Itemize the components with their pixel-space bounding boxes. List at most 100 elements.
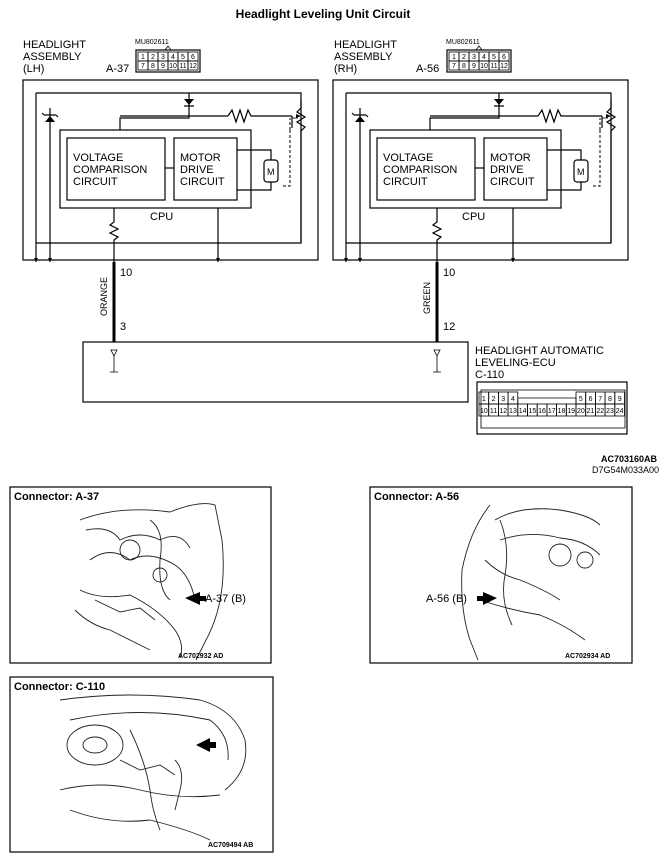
lh-pin-number: 7 [141, 63, 145, 70]
ecu-pin-number: 12 [499, 408, 507, 415]
lh-motor: M [237, 149, 279, 191]
rh-pin-bottom: 12 [443, 321, 455, 333]
lh-pin-top: 10 [120, 267, 132, 279]
rh-pin-number: 8 [462, 63, 466, 70]
photo-connector-a37: Connector: A-37 A-37 (B) AC702932 AD [9, 486, 272, 664]
ecu-pin-number: 21 [587, 408, 595, 415]
ecu-pin-number: 7 [598, 396, 602, 403]
rh-pin-number: 1 [452, 54, 456, 61]
rh-block2-line3: CIRCUIT [490, 176, 535, 188]
rh-zener-diode [351, 112, 369, 122]
ecu-pin-number: 3 [501, 396, 505, 403]
lh-pin-number: 12 [189, 63, 197, 70]
lh-pin-number: 2 [151, 54, 155, 61]
photo-a37-code: AC702932 AD [178, 653, 223, 660]
lh-pin-number: 5 [181, 54, 185, 61]
ecu-connector-inner [480, 389, 626, 429]
leveling-ecu: HEADLIGHT AUTOMATIC LEVELING-ECU C-110 1… [82, 341, 628, 435]
ecu-pin-number: 15 [528, 408, 536, 415]
photo-a56-title: Connector: A-56 [374, 491, 459, 503]
rh-connector-id: A-56 [416, 63, 439, 75]
lh-connector-id: A-37 [106, 63, 129, 75]
ecu-label-1: HEADLIGHT AUTOMATIC [475, 345, 604, 357]
photo-a37-callout: A-37 (B) [205, 593, 246, 605]
lh-pin-number: 10 [169, 63, 177, 70]
photo-connector-a56: Connector: A-56 A-56 (B) AC702934 AD [369, 486, 633, 664]
lh-block2-line1: MOTOR [180, 152, 221, 164]
photo-a56-callout: A-56 (B) [426, 593, 467, 605]
ecu-pin-number: 9 [618, 396, 622, 403]
rh-block2-line1: MOTOR [490, 152, 531, 164]
rh-cpu-label: CPU [462, 211, 485, 223]
rh-pin-cell [498, 60, 510, 71]
lh-pin-number: 6 [191, 54, 195, 61]
lh-diode-top [184, 99, 194, 107]
lh-pin-number: 4 [171, 54, 175, 61]
ecu-pin-number: 8 [608, 396, 612, 403]
photo-c110-title: Connector: C-110 [14, 681, 105, 693]
lh-zener-diode [41, 112, 59, 122]
rh-pin-number: 2 [462, 54, 466, 61]
ecu-pin-number: 22 [596, 408, 604, 415]
rh-motor-label: M [577, 167, 585, 177]
ecu-pin-cell [614, 403, 625, 417]
ecu-pin-number: 17 [548, 408, 556, 415]
rh-assembly-label-1: HEADLIGHT [334, 39, 397, 51]
rh-assembly-label-3: (RH) [334, 63, 357, 75]
ecu-pin-number: 2 [492, 396, 496, 403]
rh-pin-number: 11 [490, 63, 497, 70]
lh-block2-line3: CIRCUIT [180, 176, 225, 188]
rh-pin-number: 12 [500, 63, 508, 70]
rh-connector-key [475, 45, 483, 51]
ecu-pin-number: 13 [509, 408, 517, 415]
lh-pin-number: 8 [151, 63, 155, 70]
ecu-connector-key [517, 397, 577, 404]
ecu-pin-number: 20 [577, 408, 585, 415]
rh-block2-line2: DRIVE [490, 164, 524, 176]
figure-code-2: D7G54M033A00 [592, 465, 659, 475]
ecu-pin-number: 6 [589, 396, 593, 403]
diagram-title: Headlight Leveling Unit Circuit [236, 7, 411, 21]
ecu-pin-number: 16 [538, 408, 546, 415]
rh-motor: M [547, 149, 589, 191]
ecu-pin-number: 24 [616, 408, 624, 415]
lh-pin-number: 1 [141, 54, 145, 61]
rh-pin-number: 10 [480, 63, 488, 70]
lh-cpu-label: CPU [150, 211, 173, 223]
rh-wire-color: GREEN [422, 282, 432, 314]
rh-pin-number: 6 [502, 54, 506, 61]
ecu-pin-number: 18 [558, 408, 566, 415]
lh-assembly-label-3: (LH) [23, 63, 44, 75]
lh-block1-line1: VOLTAGE [73, 152, 123, 164]
photo-connector-c110: Connector: C-110 AC709494 AB [9, 676, 274, 853]
rh-pin-number: 9 [472, 63, 476, 70]
rh-pin-top: 10 [443, 267, 455, 279]
ecu-pin-number: 14 [519, 408, 527, 415]
lh-connector-housing [135, 49, 201, 73]
lh-pin-number: 11 [179, 63, 186, 70]
photo-a37-title: Connector: A-37 [14, 491, 99, 503]
lh-motor-label: M [267, 167, 275, 177]
ecu-pin-number: 10 [480, 408, 488, 415]
rh-connector-housing [446, 49, 512, 73]
rh-pin-number: 7 [452, 63, 456, 70]
rh-assembly-label-2: ASSEMBLY [334, 51, 393, 63]
ecu-pin-number: 4 [511, 396, 515, 403]
lh-block2-line2: DRIVE [180, 164, 214, 176]
lh-block1-line2: COMPARISON [73, 164, 147, 176]
ecu-connector-housing [476, 381, 628, 435]
lh-pin-cell [187, 60, 199, 71]
lh-connector-part: MU802611 [135, 39, 169, 46]
lh-pin-number: 3 [161, 54, 165, 61]
lh-block1-line3: CIRCUIT [73, 176, 118, 188]
lh-connector-key [164, 45, 172, 51]
ecu-pin-number: 11 [490, 408, 497, 415]
rh-block1-line1: VOLTAGE [383, 152, 433, 164]
photo-a56-code: AC702934 AD [565, 653, 610, 660]
rh-pin-number: 5 [492, 54, 496, 61]
